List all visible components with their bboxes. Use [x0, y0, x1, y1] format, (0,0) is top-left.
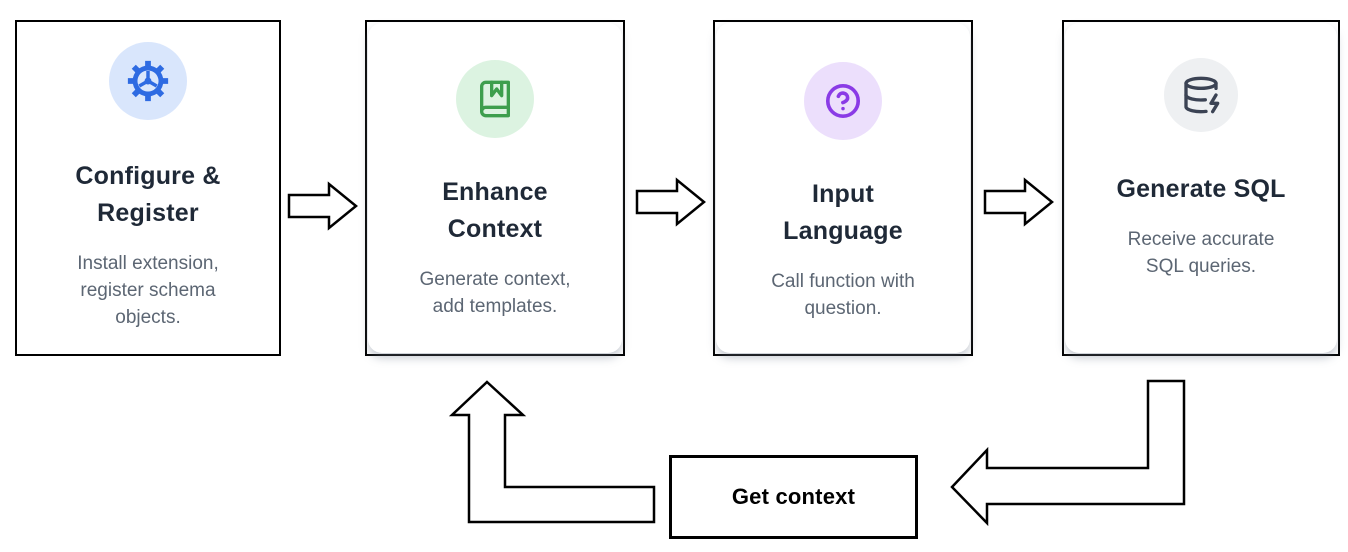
- loop-arrow-up-icon: [448, 380, 656, 524]
- get-context-box: Get context: [669, 455, 918, 539]
- step-title: Enhance Context: [442, 178, 548, 243]
- book-icon: [456, 60, 534, 138]
- step-subtitle: Install extension, register schema objec…: [77, 253, 219, 328]
- step-card-configure-register: Configure & Register Install extension, …: [15, 20, 281, 356]
- step-subtitle: Call function with question.: [771, 271, 915, 319]
- step-title: Input Language: [783, 180, 903, 245]
- get-context-label: Get context: [731, 484, 856, 509]
- step-subtitle: Receive accurate SQL queries.: [1127, 229, 1275, 277]
- help-icon: [804, 62, 882, 140]
- step-subtitle: Generate context, add templates.: [419, 269, 571, 317]
- arrow-right-icon: [635, 177, 706, 227]
- loop-arrow-left-icon: [950, 379, 1186, 527]
- gear-icon: [109, 42, 187, 120]
- step-card-generate-sql: Generate SQL Receive accurate SQL querie…: [1062, 20, 1340, 356]
- arrow-right-icon: [287, 181, 358, 231]
- database-zap-icon: [1164, 58, 1238, 132]
- arrow-right-icon: [983, 177, 1054, 227]
- step-title: Generate SQL: [1116, 175, 1286, 203]
- step-title: Configure & Register: [75, 162, 221, 227]
- step-card-enhance-context: Enhance Context Generate context, add te…: [365, 20, 625, 356]
- step-card-input-language: Input Language Call function with questi…: [713, 20, 973, 356]
